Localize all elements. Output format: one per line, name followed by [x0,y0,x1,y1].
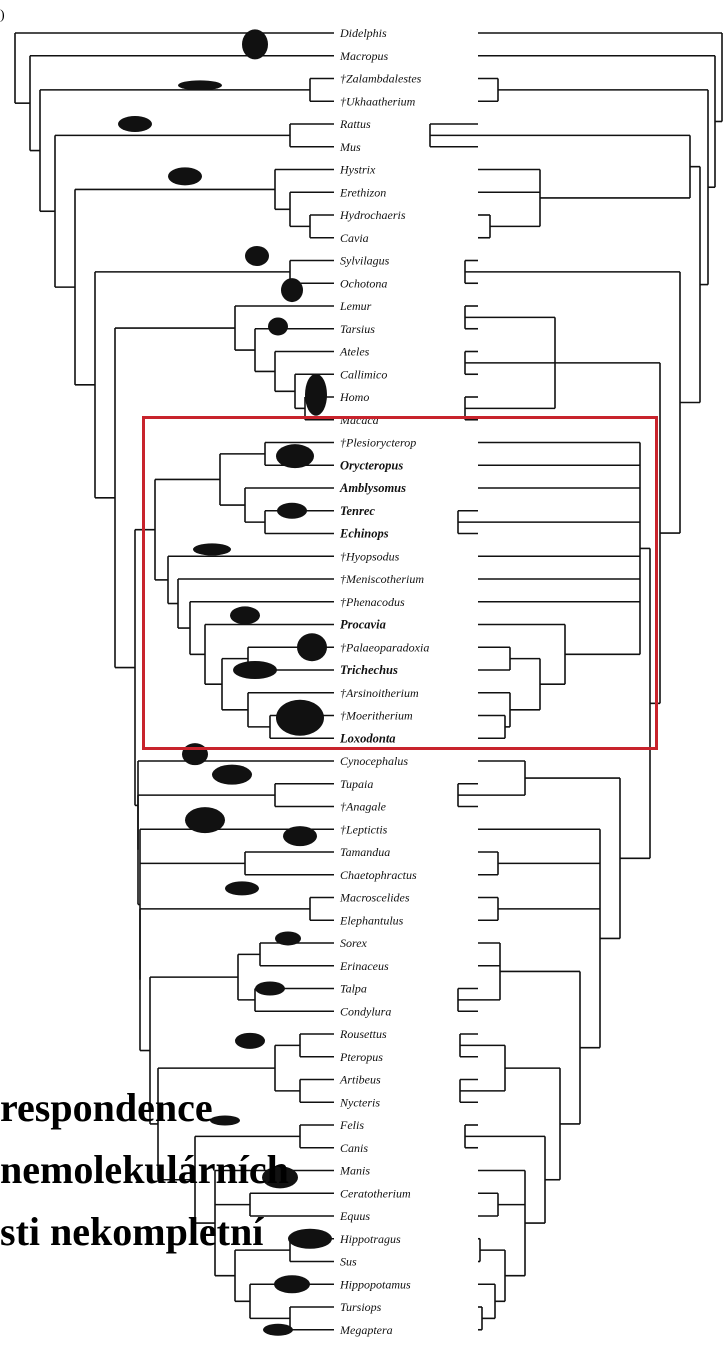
taxon-label: Condylura [340,1004,391,1018]
taxon-label: Hydrochaeris [339,208,406,222]
taxon-label: Manis [339,1164,370,1178]
fossil-mammal-icon [178,80,222,90]
taxon-label: †Leptictis [340,822,388,836]
taxon-label: Pteropus [339,1050,383,1064]
shrew-icon [275,931,301,945]
taxon-label: †Zalambdalestes [340,72,422,86]
taxon-label: Chaetophractus [340,868,417,882]
tree-shrew-icon [212,765,252,785]
lemur-icon [281,278,303,302]
taxon-label: Ceratotherium [340,1186,411,1200]
taxon-label: Mus [339,140,361,154]
guinea-pig-icon [168,167,202,185]
anteater-icon [283,826,317,846]
taxon-label: Tamandua [340,845,390,859]
taxon-label: Talpa [340,982,367,996]
primate-icon [305,374,327,416]
taxon-label: Sorex [340,936,368,950]
taxon-label: Tupaia [340,777,373,791]
taxon-label: Hippotragus [339,1232,401,1246]
afrotheria-highlight-box [142,416,658,750]
tarsier-icon [268,317,288,335]
taxon-label: Megaptera [339,1323,393,1337]
overlay-text-line-1: respondence [0,1088,213,1128]
taxon-label: Rousettus [339,1027,387,1041]
taxon-label: Tursiops [340,1300,382,1314]
taxon-label: Macroscelides [339,891,410,905]
taxon-label: Hystrix [339,163,376,177]
taxon-label: †Ukhaatherium [340,94,416,108]
taxon-label: Cynocephalus [340,754,408,768]
taxon-label: Cavia [340,231,369,245]
taxon-label: Equus [339,1209,370,1223]
taxon-label: Erinaceus [339,959,389,973]
rat-icon [118,116,152,132]
rabbit-icon [245,246,269,266]
overlay-text-line-2: nemolekulárních [0,1150,289,1190]
taxon-label: Macropus [339,49,389,63]
taxon-label: Artibeus [339,1073,381,1087]
overlay-text-line-3: sti nekompletní [0,1212,263,1252]
taxon-label: Didelphis [339,26,387,40]
taxon-label: Homo [339,390,369,404]
dolphin-icon [263,1324,293,1336]
bat-icon [235,1033,265,1049]
taxon-label: Erethizon [339,185,386,199]
taxon-label: Sus [340,1255,357,1269]
carnivore-icon [210,1115,240,1125]
taxon-label: Elephantulus [339,913,404,927]
kangaroo-icon [242,29,268,59]
mole-icon [255,982,285,996]
taxon-label: †Anagale [340,800,387,814]
hippopotamus-icon [274,1275,310,1293]
taxon-label: Tarsius [340,322,375,336]
taxon-label: Ateles [339,345,370,359]
taxon-label: Canis [340,1141,368,1155]
taxon-label: Felis [339,1118,364,1132]
taxon-label: Nycteris [339,1095,380,1109]
taxon-label: Sylvilagus [340,254,390,268]
taxon-label: Callimico [340,367,387,381]
taxon-label: Ochotona [340,276,387,290]
taxon-label: Lemur [339,299,372,313]
taxon-label: Hippopotamus [339,1277,411,1291]
taxon-label: Rattus [339,117,371,131]
skull-icon [185,807,225,833]
antelope-icon [288,1229,332,1249]
elephant-shrew-icon [225,881,259,895]
